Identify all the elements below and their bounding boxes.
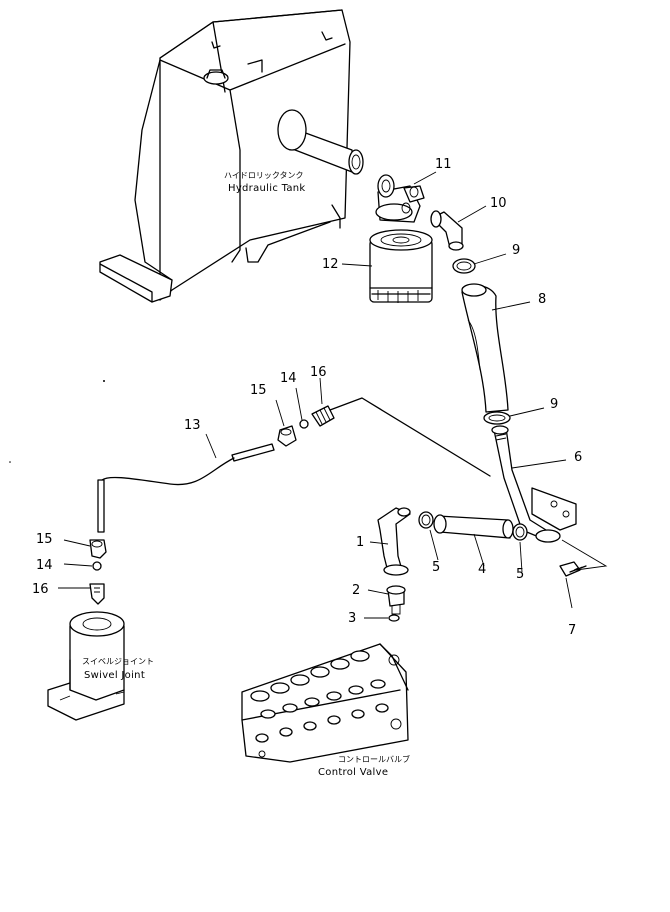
control-valve-label-jp: コントロールバルブ: [338, 754, 410, 764]
hose-4: [433, 514, 514, 539]
tube-1: [377, 507, 411, 576]
swivel-joint-label-jp: スイベルジョイント: [82, 657, 154, 666]
callout-7: 7: [568, 623, 576, 638]
fitting-group-right: [277, 397, 491, 477]
control-valve: [241, 643, 409, 763]
hose-clamp-5-right: [512, 523, 528, 541]
callout-9-upper: 9: [512, 243, 520, 258]
callout-6: 6: [574, 450, 582, 465]
callout-5-left: 5: [432, 560, 440, 575]
hose-clamp-5-left: [418, 511, 434, 529]
tube-13: [97, 443, 275, 533]
callout-13: 13: [184, 418, 201, 433]
callout-3: 3: [348, 611, 356, 626]
callout-14-lower: 14: [36, 558, 53, 573]
callout-11: 11: [435, 157, 452, 172]
hydraulic-tank-label-en: Hydraulic Tank: [228, 183, 306, 194]
swivel-joint: [47, 611, 125, 721]
hydraulic-tank-label-jp: ハイドロリックタンク: [224, 171, 304, 180]
tube-6: [491, 425, 577, 543]
filter-cartridge: [369, 229, 433, 303]
callout-15-upper: 15: [250, 383, 267, 398]
elbow-fitting: [430, 210, 464, 251]
speck: [103, 380, 105, 382]
fitting-group-left: [89, 539, 107, 605]
callout-4: 4: [478, 562, 486, 577]
hose-clamp-upper: [452, 258, 476, 274]
callout-1: 1: [356, 535, 364, 550]
hydraulic-tank: [99, 9, 364, 303]
callout-5-right: 5: [516, 567, 524, 582]
callout-15-lower: 15: [36, 532, 53, 547]
hose-8: [461, 283, 509, 413]
swivel-joint-label-en: Swivel Joint: [84, 670, 145, 681]
callout-16-lower: 16: [32, 582, 49, 597]
callout-12: 12: [322, 257, 339, 272]
callout-9-lower: 9: [550, 397, 558, 412]
leader-lines: [58, 171, 608, 619]
callout-10: 10: [490, 196, 507, 211]
o-ring-3: [388, 614, 400, 622]
hose-clamp-lower: [483, 411, 511, 425]
bolt-7: [559, 561, 587, 577]
callout-16-upper: 16: [310, 365, 327, 380]
callout-14-upper: 14: [280, 371, 297, 386]
filter-head: [375, 174, 425, 223]
callout-2: 2: [352, 583, 360, 598]
control-valve-label-en: Control Valve: [318, 767, 388, 778]
callouts: 11 10 9 12 8 16 14 15 9 13 6 15 1 14 5 4…: [32, 157, 582, 638]
adapter-2: [386, 585, 406, 615]
callout-8: 8: [538, 292, 546, 307]
speck: [9, 461, 11, 463]
